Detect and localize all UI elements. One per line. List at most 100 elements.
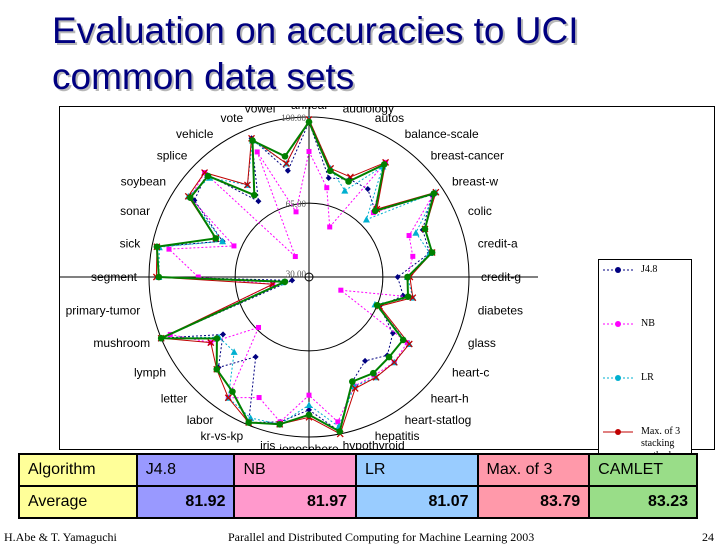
data-point xyxy=(250,191,258,199)
data-point xyxy=(410,253,416,259)
slide-title-line-2: common data sets xyxy=(52,56,355,97)
footer-conference: Parallel and Distributed Computing for M… xyxy=(228,530,535,544)
category-label: iris xyxy=(260,439,275,449)
category-label: soybean xyxy=(121,174,166,188)
data-point xyxy=(219,237,227,245)
category-label: hepatitis xyxy=(375,429,420,443)
data-point xyxy=(341,187,349,194)
data-point xyxy=(394,274,401,280)
data-point xyxy=(293,209,299,215)
legend-label: LR xyxy=(641,372,654,383)
data-point xyxy=(254,149,260,155)
category-label: labor xyxy=(187,413,214,427)
data-point xyxy=(255,198,262,205)
data-point xyxy=(345,178,352,185)
data-point xyxy=(195,274,201,280)
data-point xyxy=(373,301,381,309)
data-point xyxy=(166,246,172,252)
data-point xyxy=(281,152,289,160)
data-point xyxy=(207,339,215,347)
data-point xyxy=(412,229,420,236)
data-point xyxy=(369,369,377,377)
data-point xyxy=(244,181,251,189)
table-cell-value: 83.79 xyxy=(476,485,591,519)
radar-chart: 30.0065.00100.00annealaudiologyautosbala… xyxy=(60,107,538,449)
data-point xyxy=(213,365,221,373)
slide-title-line-1: Evaluation on accuracies to UCI xyxy=(52,10,579,51)
category-label: mushroom xyxy=(93,336,150,350)
radar-ring xyxy=(304,272,314,282)
data-point xyxy=(282,160,290,167)
data-point xyxy=(390,358,398,366)
ring-label: 30.00 xyxy=(286,269,307,279)
data-point xyxy=(405,340,413,348)
legend-symbol xyxy=(603,429,633,435)
table-header-cell: J4.8 xyxy=(135,453,236,487)
data-point xyxy=(399,336,407,344)
category-label: lymph xyxy=(134,366,166,380)
data-point xyxy=(229,388,236,395)
table-row: Average 81.92 81.97 81.07 83.79 83.23 xyxy=(18,485,698,519)
data-point xyxy=(351,384,359,392)
category-label: sonar xyxy=(120,204,150,218)
table-header-cell: LR xyxy=(355,453,479,487)
legend-label: J4.8 xyxy=(641,264,658,275)
data-point xyxy=(204,172,212,180)
data-point xyxy=(220,331,227,338)
data-point xyxy=(371,207,379,215)
data-point xyxy=(284,167,291,174)
category-label: anneal xyxy=(291,107,327,112)
data-point xyxy=(252,353,259,360)
data-point xyxy=(305,401,313,408)
category-label: diabetes xyxy=(478,304,523,318)
data-point xyxy=(430,190,438,197)
category-label: vote xyxy=(221,111,244,125)
legend-label: NB xyxy=(641,318,655,329)
table-cell-label: Average xyxy=(18,485,138,519)
data-point xyxy=(230,348,238,355)
data-point xyxy=(349,378,356,385)
data-point xyxy=(326,167,334,175)
data-point xyxy=(231,243,237,249)
category-label: glass xyxy=(468,336,496,350)
data-point xyxy=(335,419,341,425)
category-label: vowel xyxy=(245,107,276,115)
category-label: breast-w xyxy=(452,174,498,188)
data-point xyxy=(406,233,412,239)
data-point xyxy=(336,428,344,435)
data-point xyxy=(389,330,396,337)
category-label: sick xyxy=(120,236,142,250)
data-point xyxy=(362,357,369,364)
results-table: Algorithm J4.8 NB LR Max. of 3 CAMLET Av… xyxy=(18,453,698,519)
series-line xyxy=(167,149,435,423)
data-point xyxy=(245,419,253,426)
data-point xyxy=(305,411,313,419)
table-header-cell: NB xyxy=(233,453,357,487)
category-label: ionosphere xyxy=(279,442,339,449)
table-cell-value: 81.92 xyxy=(135,485,236,519)
category-label: kr-vs-kp xyxy=(201,429,244,443)
category-label: vehicle xyxy=(176,127,214,141)
data-point xyxy=(276,420,284,428)
category-label: audiology xyxy=(343,107,394,115)
table-header-cell: Algorithm xyxy=(18,453,138,487)
category-label: splice xyxy=(157,148,188,162)
data-point xyxy=(404,273,411,281)
data-point xyxy=(380,161,388,168)
category-label: colic xyxy=(468,204,492,218)
category-label: heart-h xyxy=(431,392,469,406)
legend-symbol xyxy=(603,375,633,381)
data-point xyxy=(305,118,313,126)
table-cell-value: 81.07 xyxy=(355,485,479,519)
data-point xyxy=(364,185,371,192)
data-point xyxy=(428,249,436,256)
category-label: credit-a xyxy=(478,236,518,250)
category-label: balance-scale xyxy=(405,127,479,141)
page-number: 24 xyxy=(702,530,714,544)
data-point xyxy=(421,225,429,233)
data-point xyxy=(385,353,393,361)
category-label: credit-g xyxy=(481,270,521,284)
data-point xyxy=(186,194,194,201)
data-point xyxy=(213,335,221,342)
category-label: breast-cancer xyxy=(431,148,504,162)
